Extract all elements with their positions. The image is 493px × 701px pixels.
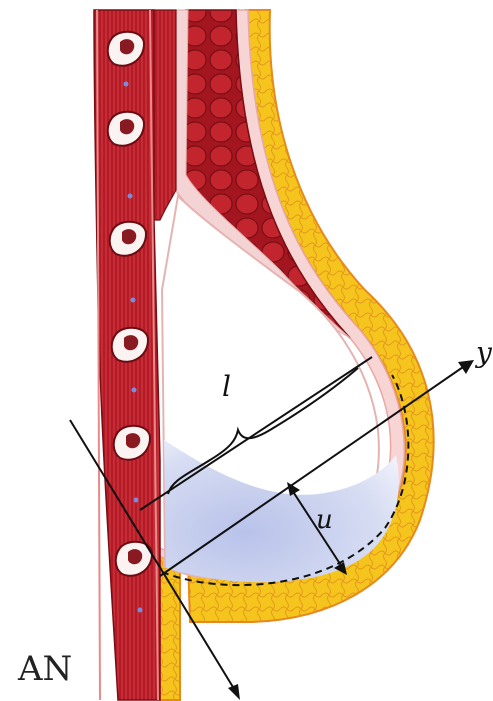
signature: AN (17, 649, 72, 689)
label-y: y (474, 336, 493, 369)
label-u: u (316, 505, 333, 535)
muscle-middle (152, 10, 176, 220)
y-axis-arrow (458, 360, 474, 374)
tangent-arrow (228, 684, 240, 700)
label-l: l (222, 370, 231, 403)
